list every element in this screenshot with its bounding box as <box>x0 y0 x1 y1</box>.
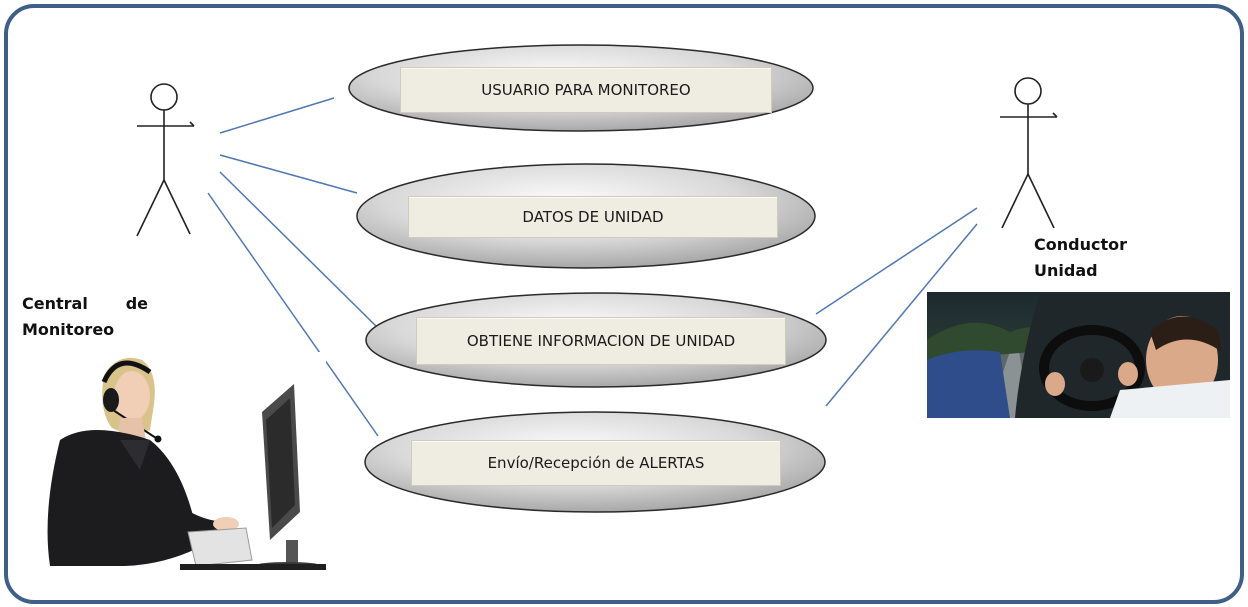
assoc-central-datos <box>219 154 358 194</box>
assoc-conductor-obtiene <box>815 207 978 315</box>
usecase-envio-recepcion-alertas: Envío/Recepción de ALERTAS <box>411 440 781 486</box>
assoc-central-obtiene <box>219 171 379 329</box>
actor-conductor-line2: Unidad <box>1034 261 1098 280</box>
actor-central-word2: de <box>125 294 148 313</box>
usecase-obtiene-informacion: OBTIENE INFORMACION DE UNIDAD <box>416 317 786 365</box>
actor-central-word1: Central <box>22 294 88 313</box>
actor-name-conductor: Conductor Unidad <box>1034 232 1127 284</box>
stick-figure-icon <box>136 83 195 237</box>
association-lines <box>207 97 978 437</box>
actor-name-central: Central de Monitoreo <box>22 291 148 343</box>
assoc-conductor-alertas <box>825 223 978 407</box>
usecase-usuario-para-monitoreo: USUARIO PARA MONITOREO <box>400 67 772 113</box>
assoc-central-alertas <box>207 192 379 437</box>
actor-central-line2: Monitoreo <box>22 320 115 339</box>
assoc-central-usuario <box>219 97 335 134</box>
usecase-datos-de-unidad: DATOS DE UNIDAD <box>408 196 778 238</box>
stick-figure-icon <box>1000 77 1058 229</box>
actor-conductor-line1: Conductor <box>1034 235 1127 254</box>
operator-photo <box>20 352 326 570</box>
driver-photo <box>927 292 1230 418</box>
